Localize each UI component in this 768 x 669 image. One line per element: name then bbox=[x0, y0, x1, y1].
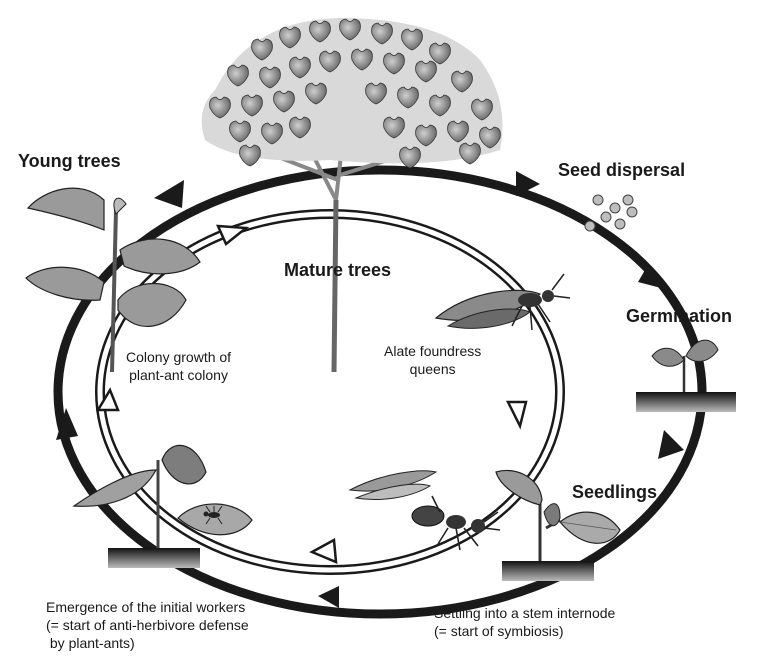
mature-tree-illustration bbox=[201, 18, 503, 373]
seedlings-illustration bbox=[495, 469, 621, 581]
mature-trees-label: Mature trees bbox=[284, 260, 392, 280]
young-trees-label: Young trees bbox=[18, 151, 121, 171]
seedlings-label: Seedlings bbox=[572, 482, 658, 502]
inner-arrowheads bbox=[95, 224, 528, 564]
arrow-right-upper bbox=[638, 265, 665, 289]
outer-cycle-ring bbox=[53, 165, 707, 619]
germination-illustration bbox=[636, 339, 736, 412]
germination-label: Germination bbox=[626, 306, 733, 326]
arrow-top-right bbox=[516, 171, 540, 196]
alate-queens-label: Alate foundress queens bbox=[384, 343, 482, 377]
inner-arrow-right bbox=[505, 400, 528, 430]
dealate-queen-illustration bbox=[411, 495, 501, 551]
colony-growth-label: Colony growth of plant-ant colony bbox=[126, 349, 232, 383]
shed-wings-illustration bbox=[348, 470, 438, 500]
worker-ant-small bbox=[203, 505, 223, 525]
inner-arrow-left bbox=[95, 387, 120, 412]
seed-dispersal-label: Seed dispersal bbox=[558, 160, 686, 180]
arrow-left-lower bbox=[56, 408, 78, 440]
emergence-label: Emergence of the initial workers (= star… bbox=[46, 599, 249, 651]
arrow-left-upper bbox=[154, 180, 184, 208]
seeds-illustration bbox=[584, 194, 638, 232]
young-trees-illustration bbox=[25, 187, 201, 373]
inner-arrow-top bbox=[216, 224, 250, 246]
outer-arrowheads bbox=[56, 171, 684, 608]
emergence-plant-illustration bbox=[72, 444, 253, 568]
settling-label: Settling into a stem internode (= start … bbox=[434, 605, 616, 639]
inner-arrow-bottom bbox=[309, 537, 338, 564]
arrow-bottom bbox=[318, 586, 339, 608]
arrow-right-lower bbox=[658, 430, 684, 459]
alate-queen-illustration bbox=[434, 273, 571, 331]
